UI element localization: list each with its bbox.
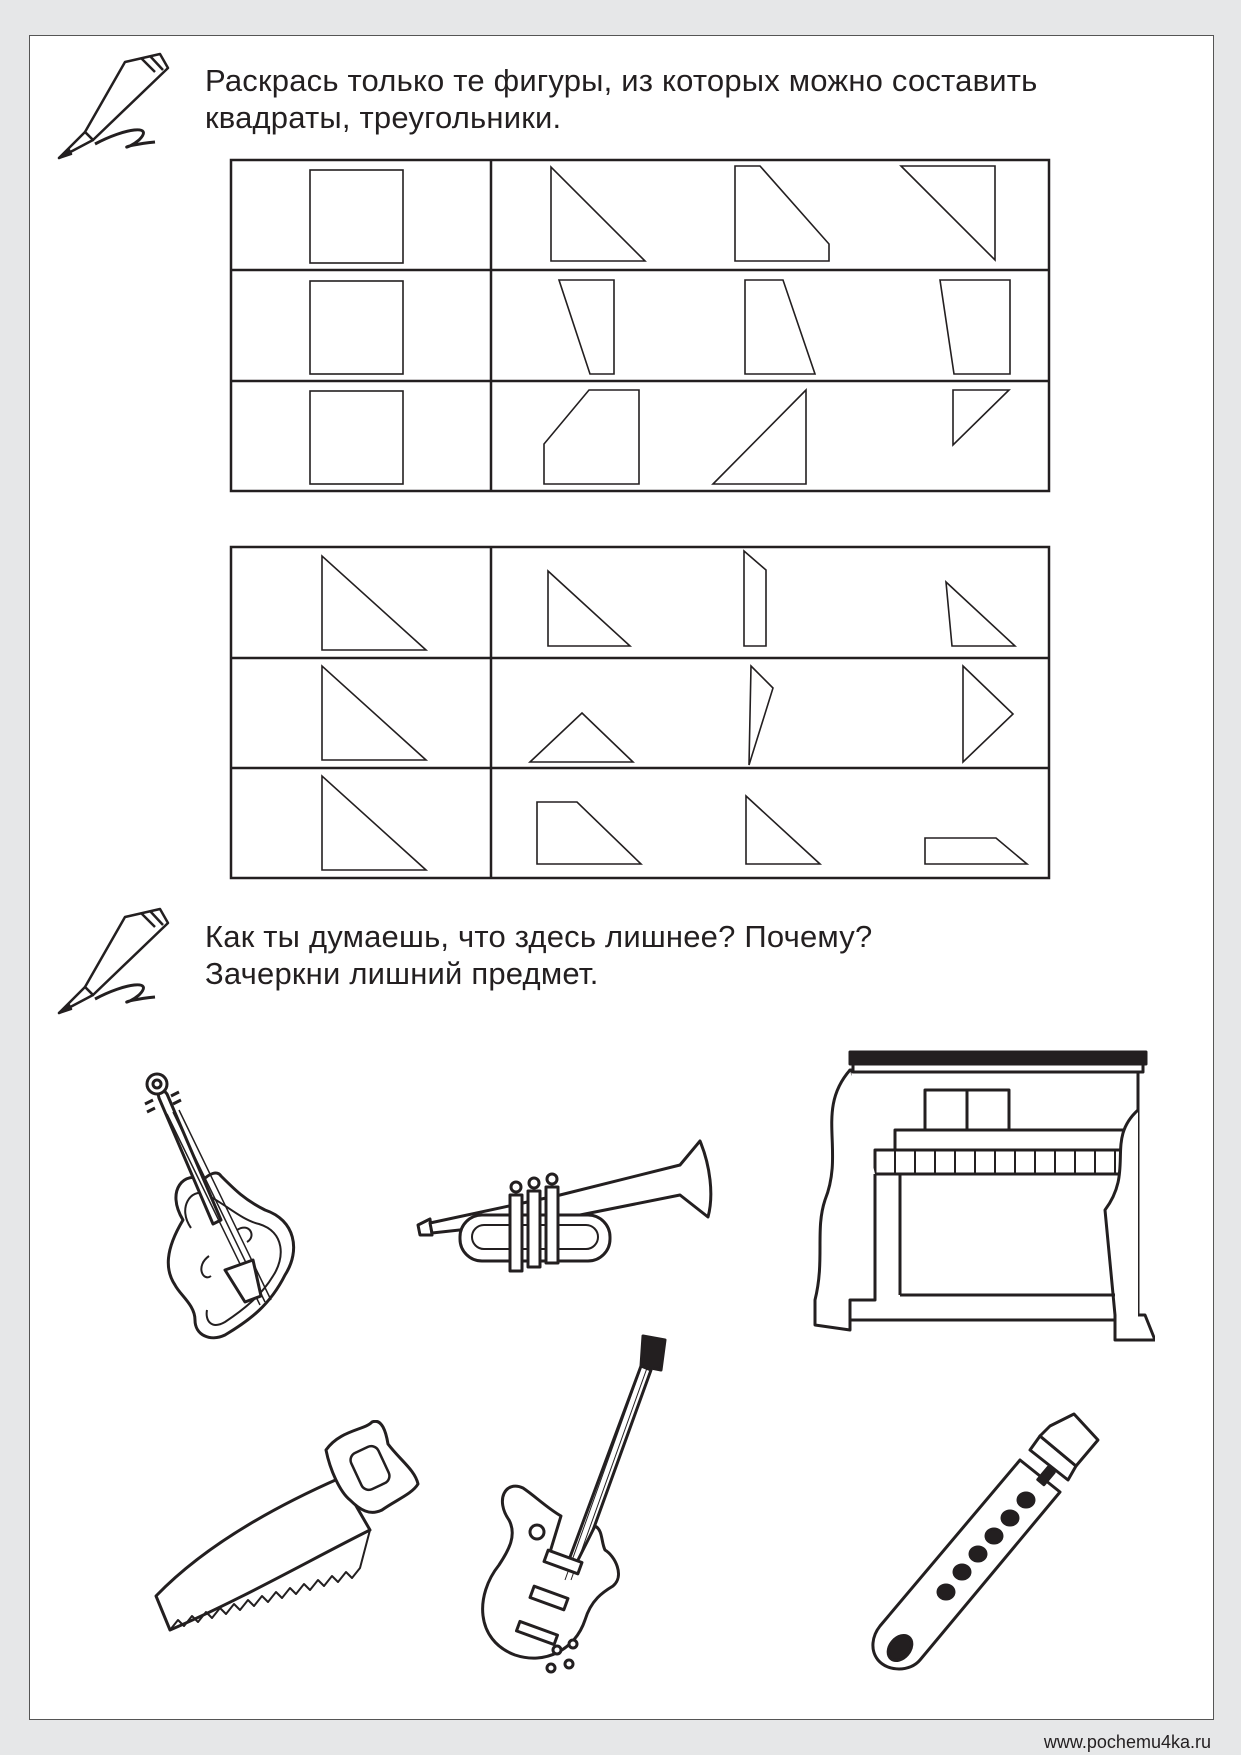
task2-instruction: Как ты думаешь, что здесь лишнее? Почему…: [205, 918, 872, 992]
pencil-icon: [57, 52, 170, 160]
trapezoid-shape: [743, 549, 767, 647]
trapezoid-shape: [734, 165, 830, 262]
triangle-shape: [962, 664, 1015, 764]
trapezoid-shape: [924, 837, 1030, 865]
triangle-shape: [748, 664, 774, 766]
grid-1: [229, 158, 1051, 493]
task1-line2: квадраты, треугольники.: [205, 100, 562, 135]
electric-guitar-icon: [481, 1334, 667, 1674]
trapezoid-shape: [744, 279, 817, 375]
task2-line2: Зачеркни лишний предмет.: [205, 956, 599, 991]
pentagon-shape: [543, 389, 640, 485]
triangle-shape: [321, 774, 429, 871]
triangle-shape: [899, 165, 996, 262]
trumpet-icon: [416, 1139, 713, 1273]
triangle-shape: [321, 664, 429, 761]
trapezoid-shape: [536, 801, 643, 865]
trapezoid-shape: [939, 279, 1011, 375]
triangle-shape: [711, 388, 807, 485]
piano-icon: [813, 1050, 1155, 1342]
site-url: www.pochemu4ka.ru: [1043, 1732, 1211, 1752]
flute-icon: [871, 1412, 1100, 1671]
triangle-shape: [550, 165, 647, 262]
square-shape: [309, 390, 404, 485]
triangle-shape: [745, 794, 823, 865]
triangle-shape: [321, 554, 429, 651]
square-shape: [309, 280, 404, 375]
task2-line1: Как ты думаешь, что здесь лишнее? Почему…: [205, 919, 873, 954]
task1-instruction: Раскрась только те фигуры, из которых мо…: [205, 62, 1038, 136]
triangle-shape: [527, 711, 635, 763]
triangle-shape: [952, 389, 1011, 447]
pencil-icon: [57, 907, 170, 1015]
triangle-shape: [945, 579, 1018, 647]
trapezoid-shape: [557, 279, 615, 375]
task1-line1: Раскрась только те фигуры, из которых мо…: [205, 63, 1038, 98]
square-shape: [309, 169, 404, 264]
triangle-shape: [547, 569, 633, 647]
violin-icon: [144, 1072, 296, 1340]
shapes-grids: [229, 158, 1051, 880]
grid-2: [229, 545, 1051, 880]
saw-icon: [154, 1420, 420, 1632]
